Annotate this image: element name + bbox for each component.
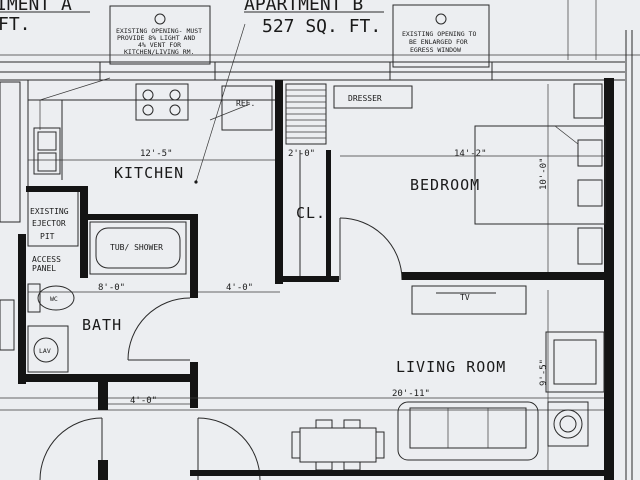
bath-width-dim: 8'-0": [98, 283, 125, 293]
tub-wall-top: [86, 214, 198, 220]
closet-bottom-wall: [275, 276, 339, 282]
note-box-right: EXISTING OPENING TO BE ENLARGED FOR EGRE…: [392, 4, 490, 68]
ref-label: REF.: [236, 99, 255, 108]
closet-wall-left: [275, 80, 283, 284]
bath-door-jamb: [190, 362, 198, 408]
entry-door-swing-right: [197, 417, 261, 480]
living-depth-dim: 9'-5": [539, 359, 549, 386]
access-panel-line-1: ACCESS: [32, 255, 61, 264]
access-panel-line-2: PANEL: [32, 264, 56, 273]
tub-shower-label: TUB/ SHOWER: [110, 243, 163, 252]
leader-line-wall: [209, 103, 251, 121]
exterior-wall-right: [604, 78, 614, 480]
exterior-wall-left-lower: [18, 234, 26, 384]
tv-label: TV: [460, 293, 470, 302]
bath-door-width-dim: 4'-0": [130, 396, 157, 406]
bedroom-living-wall: [402, 272, 606, 280]
note-left-line-1: EXISTING OPENING- MUST: [116, 27, 202, 35]
stair: [285, 83, 327, 145]
apartment-b-label: APARTMENT B: [244, 0, 363, 15]
nightstand: [577, 227, 603, 265]
refrigerator: REF.: [221, 85, 273, 131]
note-right-line-2: BE ENLARGED FOR: [409, 38, 468, 46]
ejector-line-2: EJECTOR: [32, 219, 66, 228]
dresser-label: DRESSER: [348, 94, 382, 103]
note-left-line-4: KITCHEN/LIVING RM.: [124, 48, 194, 56]
closet-wall-right: [326, 150, 331, 280]
note-left-line-2: PROVIDE 8% LIGHT AND: [117, 34, 195, 42]
tub-wall-right: [190, 214, 198, 298]
kitchen-range: [135, 83, 189, 121]
toilet: WC: [27, 283, 75, 313]
kitchen-width-dim: 12'-5": [140, 149, 173, 159]
apartment-a-label: IMENT A: [0, 0, 72, 15]
lav-label: LAV: [39, 347, 51, 355]
bedroom-label: BEDROOM: [410, 176, 480, 194]
kitchen-sink: [33, 127, 61, 175]
bath-wall-bottom: [26, 374, 198, 382]
closet-label: CL.: [296, 204, 326, 222]
kitchen-leader-dot: [194, 180, 198, 184]
nightstand: [573, 83, 603, 119]
sofa: [397, 401, 539, 461]
bath-wall-top: [26, 186, 86, 192]
dining-table: [291, 419, 385, 471]
tub-shower: TUB/ SHOWER: [89, 221, 187, 275]
note-box-left: EXISTING OPENING- MUST PROVIDE 8% LIGHT …: [109, 5, 211, 65]
closet-width-dim: 2'-0": [288, 149, 315, 159]
bath-label: BATH: [82, 316, 122, 334]
living-room-label: LIVING ROOM: [396, 358, 506, 376]
lavatory: LAV: [27, 325, 69, 373]
ejector-line-3: PIT: [40, 232, 55, 241]
left-window-frame: [0, 81, 21, 223]
kitchen-label: KITCHEN: [114, 164, 184, 182]
bath-door-swing: [127, 297, 191, 361]
apartment-b-sqft: 527 SQ. FT.: [262, 16, 381, 37]
exterior-wall-top: [0, 61, 625, 81]
wc-label: WC: [50, 295, 58, 303]
entry-door-swing-left: [39, 417, 103, 480]
armchair: [545, 331, 605, 393]
apartment-a-sqft: FT.: [0, 14, 31, 35]
lamp-table: [547, 401, 589, 447]
bottom-wall: [190, 470, 604, 476]
note-left-line-3: 4% VENT FOR: [138, 41, 181, 49]
entry-wall: [98, 460, 108, 480]
left-wall-detail: [0, 299, 15, 351]
bed: [474, 125, 606, 225]
tv-console: TV: [411, 285, 527, 315]
bedroom-width-dim: 14'-2": [454, 149, 487, 159]
lower-wall: [98, 382, 108, 410]
ejector-line-1: EXISTING: [30, 207, 69, 216]
note-right-line-3: EGRESS WINDOW: [410, 46, 461, 54]
bath-wall-inner: [80, 186, 88, 278]
leader-line-kitchen: [195, 23, 246, 183]
note-right-line-1: EXISTING OPENING TO: [402, 30, 476, 38]
dresser: DRESSER: [333, 85, 413, 109]
bedroom-depth-dim: 10'-0": [539, 157, 549, 190]
kitchen-counter: [28, 99, 275, 180]
living-width-dim: 20'-11": [392, 389, 430, 399]
hall-width-dim: 4'-0": [226, 283, 253, 293]
bedroom-door-swing: [339, 217, 403, 281]
